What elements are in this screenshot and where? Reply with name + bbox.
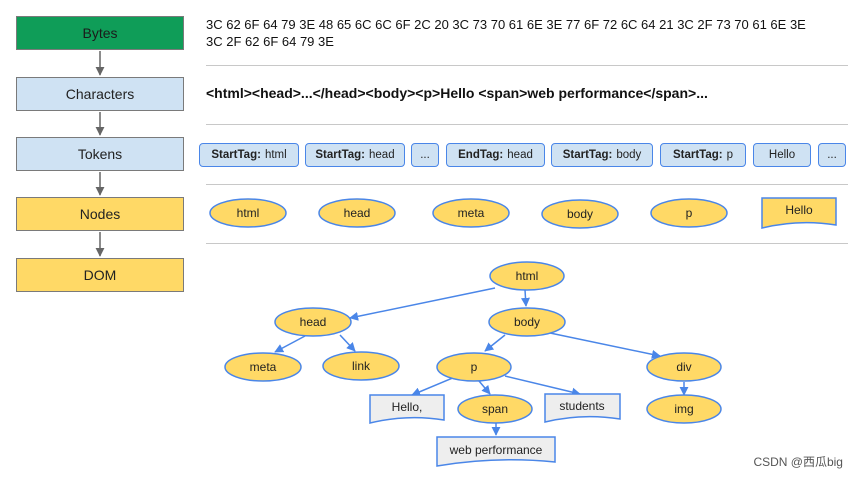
dom-node-label: span: [482, 402, 508, 416]
edge-html-head: [349, 287, 496, 321]
node-label: body: [567, 207, 593, 221]
node-html: [209, 198, 287, 228]
dom-node-label: head: [300, 315, 327, 329]
stage-label: Tokens: [77, 146, 123, 162]
node-label: html: [237, 206, 260, 220]
dom-node-label: web performance: [449, 443, 543, 457]
dom-node-label: div: [676, 360, 691, 374]
row-divider: [206, 65, 848, 66]
stage-label: DOM: [83, 267, 117, 283]
stage-label: Bytes: [82, 25, 118, 41]
edge-body-div: [549, 332, 661, 359]
dom-node-p: [436, 352, 512, 382]
stage-dom: DOM: [16, 258, 184, 292]
dom-node-label: meta: [250, 360, 277, 374]
node-body: [541, 199, 619, 229]
dom-node-label: img: [674, 402, 693, 416]
node-text-hello: [761, 197, 837, 229]
dom-text-hello: [369, 394, 445, 424]
edge-head-link: [339, 334, 356, 352]
stage-label: Characters: [65, 86, 135, 102]
token-text-hello: Hello: [753, 143, 811, 167]
node-label: Hello: [785, 203, 813, 217]
token-ellipsis: ...: [818, 143, 846, 167]
dom-node-span: [457, 394, 533, 424]
dom-node-img: [646, 394, 722, 424]
watermark: CSDN @西瓜big: [753, 455, 843, 469]
dom-node-label: link: [352, 359, 371, 373]
node-p: [650, 198, 728, 228]
node-label: meta: [458, 206, 485, 220]
dom-node-meta: [224, 352, 302, 382]
dom-node-label: students: [559, 399, 604, 413]
dom-node-div: [646, 352, 722, 382]
bytes-hex-text: 3C 62 6F 64 79 3E 48 65 6C 6C 6F 2C 20 3…: [206, 17, 806, 49]
dom-node-label: p: [471, 360, 478, 374]
edge-p-hello: [411, 376, 456, 397]
row-divider: [206, 243, 848, 244]
dom-node-html: [489, 261, 565, 291]
node-meta: [432, 198, 510, 228]
dom-node-head: [274, 307, 352, 337]
row-divider: [206, 124, 848, 125]
dom-text-web-performance: [436, 436, 556, 467]
token-starttag-p: StartTag:p: [660, 143, 746, 167]
node-label: p: [686, 206, 693, 220]
stage-characters: Characters: [16, 77, 184, 111]
token-endtag-head: EndTag:head: [446, 143, 545, 167]
stage-label: Nodes: [79, 206, 121, 222]
dom-node-link: [322, 351, 400, 381]
edge-p-span: [478, 380, 491, 395]
edge-html-body: [521, 289, 530, 307]
stage-nodes: Nodes: [16, 197, 184, 231]
characters-text: <html><head>...</head><body><p>Hello <sp…: [206, 85, 708, 101]
row-divider: [206, 184, 848, 185]
token-starttag-html: StartTag:html: [199, 143, 299, 167]
dom-node-label: Hello,: [392, 400, 423, 414]
node-head: [318, 198, 396, 228]
dom-node-body: [488, 307, 566, 337]
node-label: head: [344, 206, 371, 220]
edge-body-p: [484, 334, 506, 352]
token-ellipsis: ...: [411, 143, 439, 167]
dom-node-label: html: [516, 269, 539, 283]
token-starttag-body: StartTag:body: [551, 143, 653, 167]
dom-text-students: [544, 393, 621, 423]
edge-head-meta: [274, 335, 306, 353]
dom-node-label: body: [514, 315, 540, 329]
stage-tokens: Tokens: [16, 137, 184, 171]
edge-p-students: [504, 375, 581, 397]
stage-bytes: Bytes: [16, 16, 184, 50]
token-starttag-head: StartTag:head: [305, 143, 405, 167]
